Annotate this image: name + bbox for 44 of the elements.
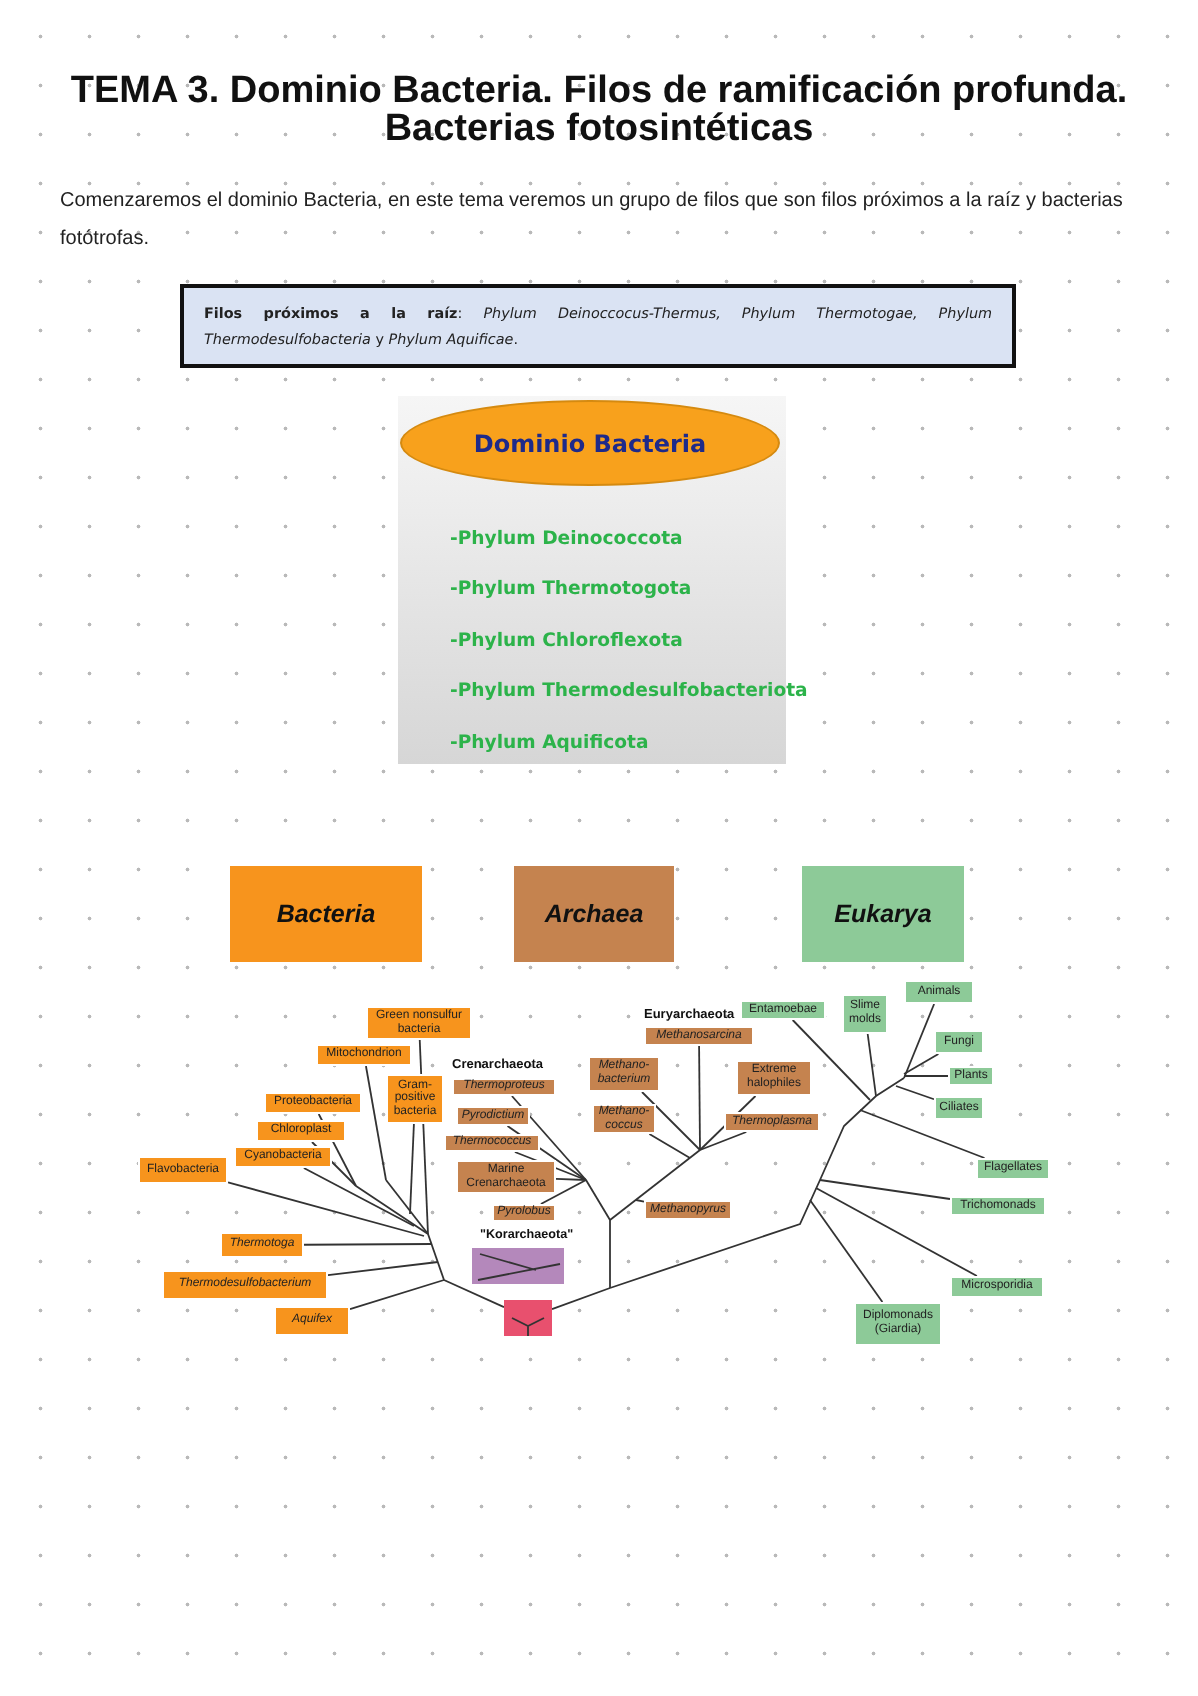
branch-line (303, 1167, 415, 1227)
branch-line (699, 1131, 748, 1151)
branch-line (698, 1045, 701, 1151)
phylum-line: -Phylum Thermodesulfobacteriota (450, 680, 808, 702)
branch-line (641, 1091, 701, 1151)
branch-line (819, 1179, 951, 1200)
intro-paragraph: Comenzaremos el dominio Bacteria, en este tema veremos un grupo de filos que son filos próximos a la raíz y bacterias fotótrofas. (60, 188, 1125, 254)
phylum-line: -Phylum Thermotogota (450, 578, 692, 600)
page-title: TEMA 3. Dominio Bacteria. Filos de ramificación profunda. Bacterias fotosintéticas (68, 72, 1130, 148)
branch-line (409, 1123, 415, 1215)
branch-line (866, 1033, 877, 1097)
branch-line (418, 1039, 429, 1235)
branch-line (317, 1113, 357, 1187)
branch-line (349, 1279, 445, 1311)
branch-line (551, 1287, 611, 1311)
branch-line (815, 1187, 978, 1277)
branch-line (895, 1085, 935, 1101)
branch-line (365, 1065, 387, 1181)
branch-line (506, 1125, 587, 1181)
branch-line (311, 1141, 357, 1187)
branch-line (227, 1181, 425, 1237)
branch-line (903, 1053, 940, 1075)
phylum-line: -Phylum Aquificota (450, 732, 649, 754)
branch-line (791, 1019, 871, 1101)
branch-line (513, 1151, 587, 1181)
branch-line (699, 1095, 757, 1151)
branch-line (903, 1075, 949, 1077)
branch-line (511, 1095, 587, 1181)
phylum-line: -Phylum Deinococcota (450, 528, 683, 550)
root-box (504, 1300, 552, 1336)
branch-line (327, 1261, 439, 1276)
branch-line (635, 1199, 645, 1203)
branch-line (555, 1178, 587, 1181)
title-ellipse: Dominio Bacteria (400, 400, 780, 486)
branch-line (903, 1003, 935, 1079)
domain-box: Eukarya (802, 866, 964, 962)
branch-line (303, 1243, 433, 1246)
domain-box: Archaea (514, 866, 674, 962)
branch-line (648, 1133, 691, 1159)
branch-line (809, 1199, 884, 1303)
branch-line (540, 1179, 587, 1205)
branch-line (859, 1109, 986, 1159)
domain-box: Bacteria (230, 866, 422, 962)
phylum-line: -Phylum Chloroflexota (450, 630, 683, 652)
